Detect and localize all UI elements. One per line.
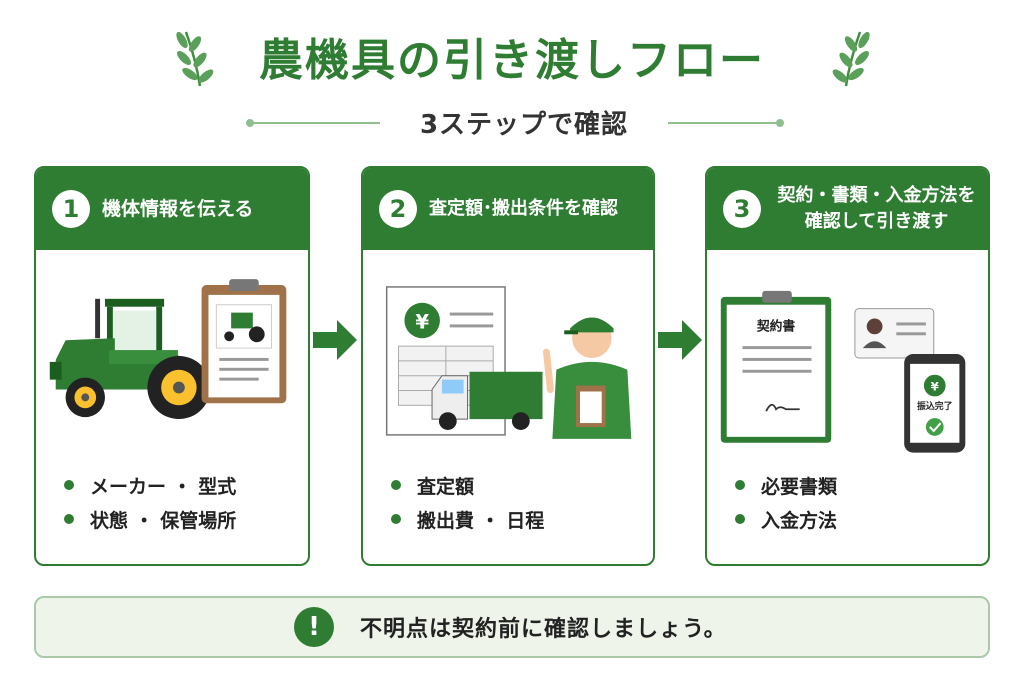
bullet-dot <box>735 480 745 490</box>
exclamation-icon: ! <box>294 607 334 647</box>
step-card-1: 1 機体情報を伝える メーカー ・ 型式 状態 ・ 保管場所 <box>34 166 310 566</box>
list-item: 状態 ・ 保管場所 <box>64 502 236 536</box>
divider <box>668 122 780 124</box>
step-title: 契約・書類・入金方法を 確認して引き渡す <box>777 185 976 232</box>
bullet-dot <box>64 514 74 524</box>
list-item: 入金方法 <box>735 502 837 536</box>
yen-icon: ¥ <box>415 310 429 333</box>
step-header: 3 契約・書類・入金方法を 確認して引き渡す <box>707 168 988 250</box>
bullet-dot <box>391 514 401 524</box>
step-number: 3 <box>723 190 761 228</box>
contract-label: 契約書 <box>756 318 796 334</box>
divider <box>250 122 380 124</box>
subtitle-row: 3ステップで確認 <box>0 104 1024 140</box>
leaf-sprig-icon <box>832 31 870 87</box>
contract-illustration: 契約書 ¥ 振込完了 <box>720 290 966 453</box>
notice-text: 不明点は契約前に確認しましょう。 <box>360 617 727 642</box>
arrow-right-icon <box>313 320 357 360</box>
page-title: 農機具の引き渡しフロー <box>259 35 765 86</box>
page-subtitle: 3ステップで確認 <box>419 110 629 140</box>
step-bullets: メーカー ・ 型式 状態 ・ 保管場所 <box>64 468 236 536</box>
notice-banner: ! 不明点は契約前に確認しましょう。 <box>34 596 990 658</box>
step-header: 2 査定額･搬出条件を確認 <box>363 168 653 250</box>
step-number: 1 <box>52 190 90 228</box>
step-title: 機体情報を伝える <box>102 198 254 220</box>
divider-dot <box>776 119 784 127</box>
yen-icon: ¥ <box>931 379 940 393</box>
step-bullets: 必要書類 入金方法 <box>735 468 837 536</box>
leaf-sprig-icon <box>176 31 214 87</box>
payment-status: 振込完了 <box>917 400 953 412</box>
bullet-dot <box>391 480 401 490</box>
step-title: 査定額･搬出条件を確認 <box>429 198 618 219</box>
step-card-3: 3 契約・書類・入金方法を 確認して引き渡す 契約書 ¥ 振込完了 必要書類 入… <box>705 166 990 566</box>
step-header: 1 機体情報を伝える <box>36 168 308 250</box>
bullet-dot <box>735 514 745 524</box>
step-card-2: 2 査定額･搬出条件を確認 ¥ 査定額 搬出費 ・ 日程 <box>361 166 655 566</box>
tractor-illustration <box>49 279 287 420</box>
list-item: 査定額 <box>391 468 544 502</box>
list-item: 搬出費 ・ 日程 <box>391 502 544 536</box>
step-bullets: 査定額 搬出費 ・ 日程 <box>391 468 544 536</box>
arrow-right-icon <box>658 320 702 360</box>
list-item: メーカー ・ 型式 <box>64 468 236 502</box>
list-item: 必要書類 <box>735 468 837 502</box>
appraisal-illustration: ¥ <box>385 286 632 439</box>
step-number: 2 <box>379 190 417 228</box>
bullet-dot <box>64 480 74 490</box>
